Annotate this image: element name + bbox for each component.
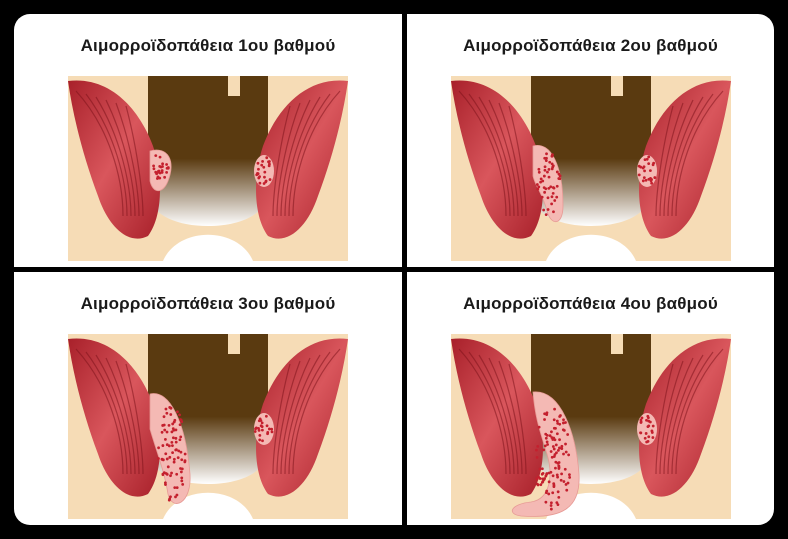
panel-grade-2: Αιμορροϊδοπάθεια 2ου βαθμού [407,14,774,267]
hemorrhoid-illustration-icon [451,76,731,261]
panel-grade-4: Αιμορροϊδοπάθεια 4ου βαθμού [407,272,774,525]
panel-title: Αιμορροϊδοπάθεια 1ου βαθμού [14,36,402,56]
anal-canal [148,76,268,226]
panel-grade-1: Αιμορροϊδοπάθεια 1ου βαθμού [14,14,402,267]
panel-title: Αιμορροϊδοπάθεια 3ου βαθμού [14,294,402,314]
panel-title: Αιμορροϊδοπάθεια 4ου βαθμού [407,294,774,314]
hemorrhoid-illustration-icon [68,76,348,261]
hemorrhoid-illustration-icon [451,334,731,519]
panel-grade-3: Αιμορροϊδοπάθεια 3ου βαθμού [14,272,402,525]
hemorrhoid-illustration-icon [68,334,348,519]
panel-title: Αιμορροϊδοπάθεια 2ου βαθμού [407,36,774,56]
